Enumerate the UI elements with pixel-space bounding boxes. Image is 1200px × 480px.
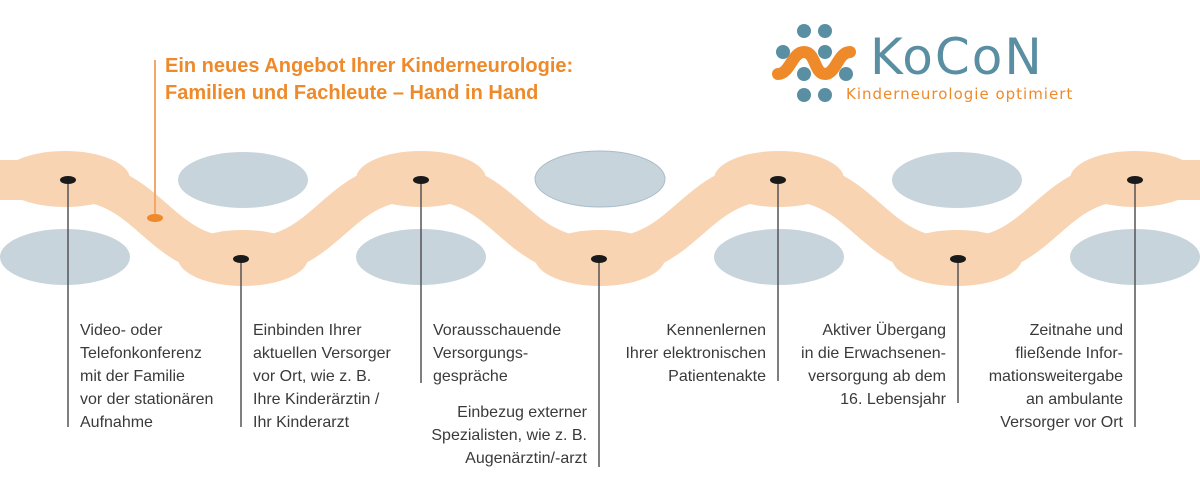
step-label: Aktiver Übergang in die Erwachsenen- ver… xyxy=(801,322,946,408)
step-label: Einbezug externer Spezialisten, wie z. B… xyxy=(431,404,587,467)
step-dot xyxy=(591,255,607,263)
logo-tagline: Kinderneurologie optimiert xyxy=(846,85,1074,103)
step-label: Zeitnahe und fließende Infor- mationswei… xyxy=(988,322,1123,431)
step-label: Video- oder Telefonkonferenz mit der Fam… xyxy=(80,322,214,431)
node-blue xyxy=(0,229,130,285)
logo-mark-icon xyxy=(772,24,856,102)
step-label: Kennenlernen Ihrer elektronischen Patien… xyxy=(625,322,766,385)
title-line: Familien und Fachleute – Hand in Hand xyxy=(165,82,539,104)
page-title: Ein neues Angebot Ihrer Kinderneurologie… xyxy=(165,53,573,107)
logo-wordmark: KoCoN xyxy=(870,28,1044,86)
step-dot xyxy=(60,176,76,184)
title-pointer-dot xyxy=(147,214,163,222)
node-blue xyxy=(714,229,844,285)
step-dot xyxy=(413,176,429,184)
step-dot xyxy=(233,255,249,263)
step-label: Einbinden Ihrer aktuellen Versorger vor … xyxy=(253,322,391,431)
step-dot xyxy=(770,176,786,184)
node-blue xyxy=(178,152,308,208)
node-blue xyxy=(534,150,666,208)
step-label: Vorausschauende Versorgungs- gespräche xyxy=(433,322,562,385)
step-dot xyxy=(1127,176,1143,184)
title-line: Ein neues Angebot Ihrer Kinderneurologie… xyxy=(165,55,574,77)
node-blue xyxy=(892,152,1022,208)
step-dot xyxy=(950,255,966,263)
